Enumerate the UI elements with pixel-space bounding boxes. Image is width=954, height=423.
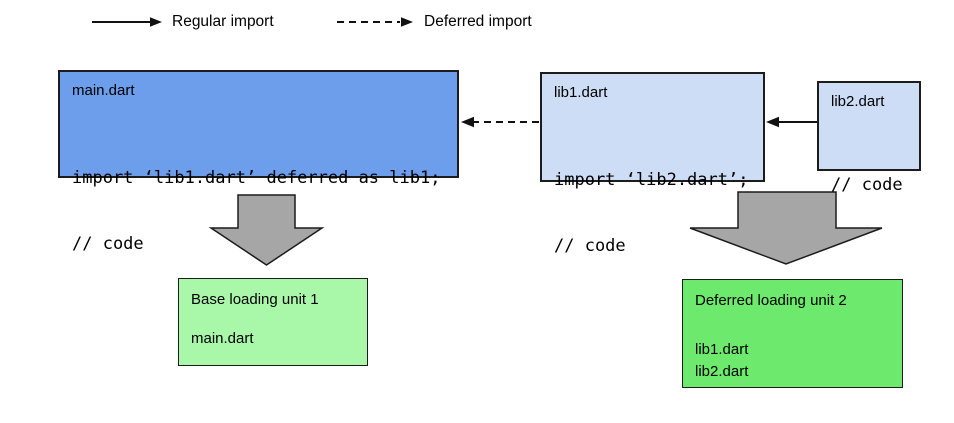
code-line: import ‘lib2.dart’; xyxy=(554,170,749,190)
unit-files-base: main.dart xyxy=(191,328,355,350)
legend-deferred-label: Deferred import xyxy=(424,13,532,30)
file-title-lib2: lib2.dart xyxy=(831,93,885,110)
unit-files-deferred: lib1.dart lib2.dart xyxy=(695,339,890,383)
regular-import-arrow xyxy=(766,116,817,128)
file-box-main-dart: main.dart import ‘lib1.dart’ deferred as… xyxy=(58,70,459,254)
code-block-lib2: // code xyxy=(831,130,913,240)
file-title-main: main.dart xyxy=(72,82,135,99)
code-line: // code xyxy=(554,236,626,256)
file-title-lib1: lib1.dart xyxy=(554,84,608,101)
code-line: // code xyxy=(72,234,144,254)
file-box-lib2-dart: lib2.dart // code xyxy=(817,81,921,195)
unit-file-item: lib1.dart xyxy=(695,341,749,358)
base-loading-unit-box: Base loading unit 1 main.dart xyxy=(178,278,368,366)
unit-title-deferred: Deferred loading unit 2 xyxy=(695,292,847,309)
unit-file-item: main.dart xyxy=(191,330,254,347)
legend-regular-arrow-icon xyxy=(92,17,162,27)
code-block-lib1: import ‘lib2.dart’; // code xyxy=(554,125,757,301)
legend-regular-label: Regular import xyxy=(172,13,274,30)
code-block-main: import ‘lib1.dart’ deferred as lib1; // … xyxy=(72,123,451,299)
deferred-import-arrow xyxy=(461,116,539,128)
code-line: // code xyxy=(831,175,903,195)
unit-file-item: lib2.dart xyxy=(695,363,749,380)
deferred-loading-unit-box: Deferred loading unit 2 lib1.dart lib2.d… xyxy=(682,279,903,388)
unit-title-base: Base loading unit 1 xyxy=(191,291,319,308)
legend-deferred-arrow-icon xyxy=(337,17,413,27)
file-box-lib1-dart: lib1.dart import ‘lib2.dart’; // code xyxy=(540,72,765,256)
code-line: import ‘lib1.dart’ deferred as lib1; xyxy=(72,168,441,188)
